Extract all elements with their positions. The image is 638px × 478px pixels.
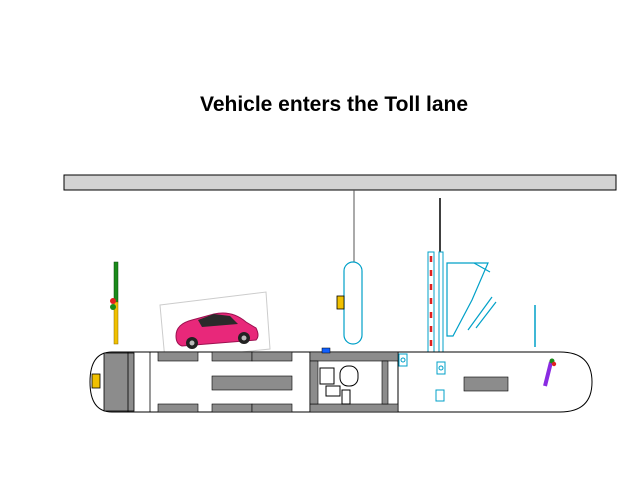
reader-device xyxy=(398,353,446,402)
booth-window xyxy=(446,262,497,337)
car-icon xyxy=(159,291,271,361)
booth-block xyxy=(463,376,509,392)
camera-icon xyxy=(343,261,363,345)
booth-block xyxy=(157,351,199,362)
booth-block xyxy=(211,403,253,413)
booth-block xyxy=(211,351,253,362)
booth-block xyxy=(251,403,293,413)
booth-block xyxy=(211,375,293,391)
laser-scanner-icon xyxy=(543,358,557,387)
operator-room xyxy=(309,347,399,413)
traffic-signal-icon xyxy=(110,261,119,345)
yellow-sensor xyxy=(336,295,345,310)
page-title: Vehicle enters the Toll lane xyxy=(199,93,469,116)
booth-block xyxy=(157,403,199,413)
canopy-beam xyxy=(63,174,617,191)
booth-block xyxy=(251,351,293,362)
